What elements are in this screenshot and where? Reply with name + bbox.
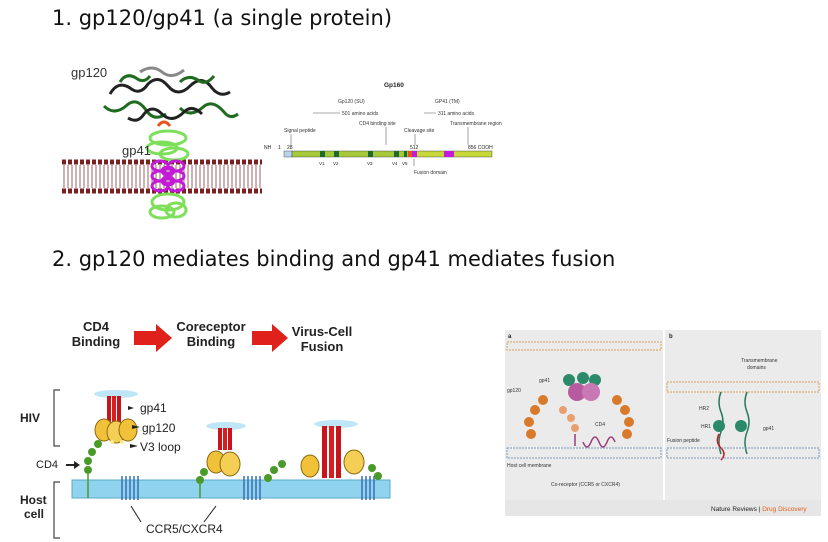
viral-membrane [62,159,262,194]
panel-b-background [665,330,821,500]
fusion-domain-label: Fusion domain [414,170,447,176]
v3-label: V3 [367,161,373,166]
nature-reviews-figure: a b gp41 gp120 CD4 Host cell membrane Co… [505,330,821,516]
panel-b-label: b [669,334,673,340]
binding-steps-figure: CD4 Binding Coreceptor Binding Virus-Cel… [20,319,391,539]
residue-28-label: 28 [287,145,293,151]
aa-311-label: 311 amino acids [438,111,475,117]
gp41-transmembrane-helices [150,159,186,193]
cleavage-site-label: Cleavage site [404,128,435,134]
cd4-receptor [84,440,102,498]
v4-label: V4 [392,161,398,166]
panel-b-transmembrane-line1: Transmembrane [741,358,778,364]
panel-b-gp41-hairpin [713,391,750,461]
arrow-step-1 [134,324,172,352]
signal-peptide-label: Signal peptide [284,128,316,134]
host-cell-label-line1: Host [20,493,47,507]
gp160-bar [283,150,493,158]
panel-b-gp41-label: gp41 [763,426,774,432]
heading-section-2: 2. gp120 mediates binding and gp41 media… [52,247,616,271]
panel-b-hr2-label: HR2 [699,406,709,412]
panel-a-gp120-label: gp120 [507,388,521,394]
panel-b-transmembrane-line2: domains [747,365,766,371]
panel-b-hr1-label: HR1 [701,424,711,430]
virion-stage-1 [94,390,138,444]
cd4-label: CD4 [36,459,58,471]
step-fusion-line1: Virus-Cell [292,324,352,339]
aa-501-label: 501 amino acids [342,111,379,117]
cd4-binding-site-label: CD4 binding site [359,121,396,127]
panel-b-fusion-peptide-label: Fusion peptide [667,438,700,444]
gp160-map: Gp160 Gp120 (SU) GP41 (TM) 501 amino aci… [264,82,502,176]
panel-a-label: a [508,334,512,340]
trimer-gp41-label: gp41 [122,143,151,158]
transmembrane-region-label: Transmembrane region [450,121,502,127]
virion-stage-2 [196,422,246,498]
step-coreceptor-line2: Binding [187,334,235,349]
arrow-step-2 [252,324,288,352]
panel-a-host-membrane-label: Host cell membrane [507,463,552,469]
v2-label: V2 [333,161,339,166]
gp41-label: gp41 [140,401,167,415]
panel-a-cd4-label: CD4 [595,422,605,428]
hiv-label: HIV [20,411,40,425]
gp120-su-label: Gp120 (SU) [338,99,365,105]
v1-label: V1 [319,161,325,166]
residue-512-label: 512 [410,145,419,151]
gp120-structure [102,66,239,127]
nature-reviews-credit: Nature Reviews | Drug Discovery [711,506,807,513]
step-coreceptor-line1: Coreceptor [176,319,245,334]
gp41-structure [145,129,190,220]
coreceptors [121,476,375,500]
v5-label: V5 [402,161,408,166]
step-cd4-line1: CD4 [83,319,110,334]
gp41-tm-label: GP41 (TM) [435,99,460,105]
host-cell-membrane [71,479,391,499]
gp160-title: Gp160 [384,82,404,89]
panel-a-gp41-label: gp41 [539,378,550,384]
residue-1-label: 1 [278,145,281,151]
panel-a-background [505,330,663,500]
nh2-label: NH [264,145,272,151]
trimer-figure: gp120 gp41 [62,65,262,220]
gp120-label: gp120 [142,421,176,435]
panel-a-coreceptor-label: Co-receptor (CCR5 or CXCR4) [551,482,620,488]
trimer-gp120-label: gp120 [71,65,107,80]
step-fusion-line2: Fusion [301,339,344,354]
heading-section-1: 1. gp120/gp41 (a single protein) [52,6,393,30]
cooh-label: 856 COOH [468,145,493,151]
v3-loop-label: V3 loop [140,440,181,454]
panel-a-envelope-complex [524,372,634,448]
step-cd4-line2: Binding [72,334,120,349]
coreceptor-label: CCR5/CXCR4 [146,522,223,536]
host-cell-label-line2: cell [24,507,44,521]
virion-stage-3 [264,420,382,482]
